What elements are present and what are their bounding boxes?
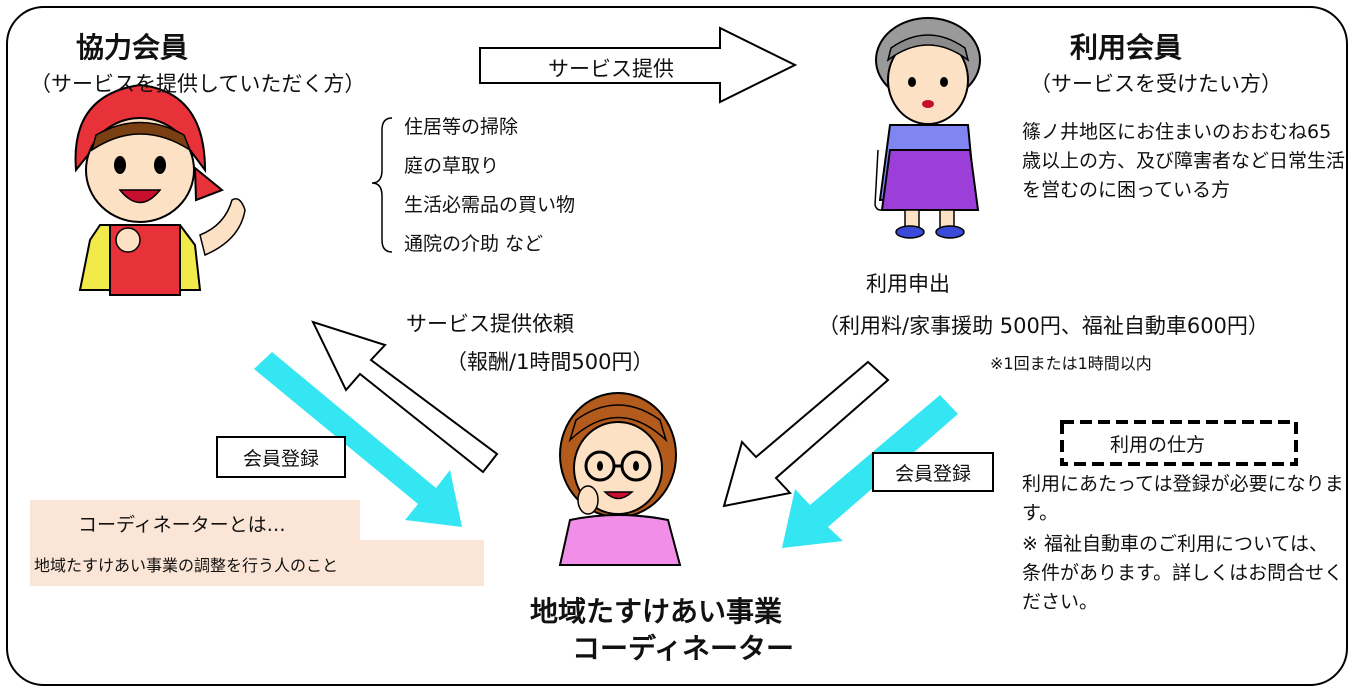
howto-dashed-frame <box>1060 420 1298 466</box>
service-provision-label: サービス提供 <box>548 57 674 81</box>
users-title: 利用会員 <box>1070 31 1183 64</box>
service-provision-arrow <box>479 26 798 104</box>
service-request-arrow <box>311 320 499 474</box>
registration-arrow-left <box>254 352 462 527</box>
coordinator-def-text-box <box>30 540 484 586</box>
service-item: 住居等の掃除 <box>404 116 519 138</box>
coordinator-illustration <box>558 392 682 566</box>
providers-subtitle: （サービスを提供していただく方） <box>30 72 366 96</box>
coordinator-def-text: 地域たすけあい事業の調整を行う人のこと <box>34 556 339 575</box>
service-item: 生活必需品の買い物 <box>404 194 576 216</box>
coordinator-def-title: コーディネーターとは… <box>78 514 286 536</box>
providers-title: 協力会員 <box>76 31 189 64</box>
service-item: 通院の介助 など <box>404 233 544 255</box>
service-request-label: サービス提供依頼 <box>406 312 574 336</box>
usage-application-note: ※1回または1時間以内 <box>990 354 1152 373</box>
howto-line1: 利用にあたっては登録が必要になります。 <box>1022 473 1344 524</box>
provider-illustration <box>74 83 246 296</box>
registration-arrow-right <box>782 395 958 548</box>
usage-application-label: 利用申出 <box>866 272 950 296</box>
arrows-layer <box>74 17 1298 566</box>
registration-label-left: 会員登録 <box>216 436 346 478</box>
howto-line2: ※ 福祉自動車のご利用については、条件があります。詳しくはお問合せください。 <box>1022 533 1344 613</box>
services-brace <box>371 117 393 253</box>
users-description: 篠ノ井地区にお住まいのおおむね65歳以上の方、及び障害者など日常生活を営むのに困… <box>1022 121 1346 201</box>
usage-application-arrow <box>722 360 890 508</box>
users-subtitle: （サービスを受けたい方） <box>1030 72 1282 96</box>
usage-application-fee: （利用料/家事援助 500円、福祉自動車600円） <box>818 314 1269 338</box>
howto-title: 利用の仕方 <box>1110 434 1206 456</box>
coordinator-title-line2: コーディネーター <box>572 632 795 665</box>
registration-label-right: 会員登録 <box>872 452 994 492</box>
coordinator-title-line1: 地域たすけあい事業 <box>530 595 783 628</box>
user-illustration <box>874 17 981 239</box>
coordinator-def-title-box <box>30 500 360 540</box>
service-item: 庭の草取り <box>404 155 500 177</box>
service-request-fee: （報酬/1時間500円） <box>446 350 654 374</box>
